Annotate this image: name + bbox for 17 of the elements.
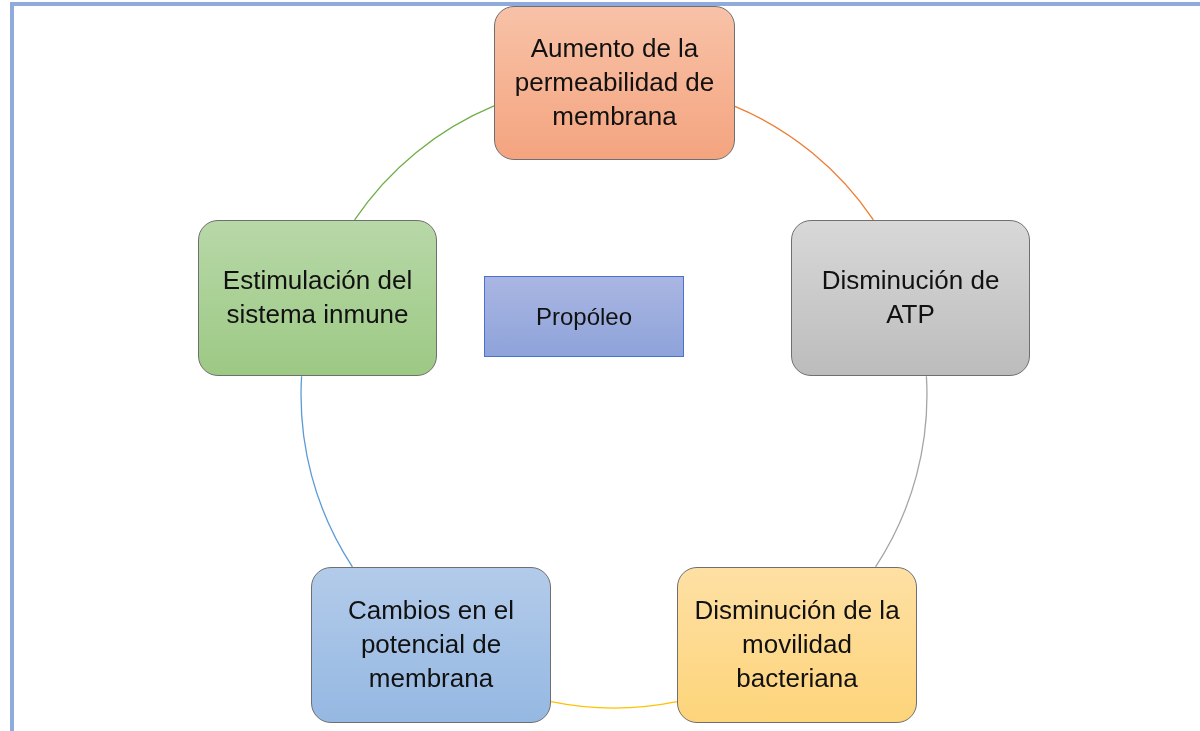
rounded-box bbox=[311, 567, 551, 723]
connector-arc bbox=[550, 700, 678, 709]
rounded-box bbox=[494, 6, 735, 160]
node-label: Estimulación del sistema inmune bbox=[221, 264, 414, 331]
rounded-box bbox=[791, 220, 1030, 376]
node-label: Propóleo bbox=[535, 301, 633, 332]
node-label: Disminución de la movilidad bacteriana bbox=[693, 594, 901, 695]
node-label: Aumento de la permeabilidad de membrana bbox=[513, 32, 716, 133]
node-label: Cambios en el potencial de membrana bbox=[346, 594, 516, 695]
connector-arc bbox=[353, 105, 495, 221]
connector-arc bbox=[874, 375, 928, 568]
rounded-box bbox=[677, 567, 917, 723]
rounded-box bbox=[198, 220, 437, 376]
center-box bbox=[484, 276, 684, 357]
connector-arc bbox=[734, 105, 875, 221]
node-label: Disminución de ATP bbox=[820, 264, 1001, 331]
connector-arc bbox=[300, 375, 354, 568]
